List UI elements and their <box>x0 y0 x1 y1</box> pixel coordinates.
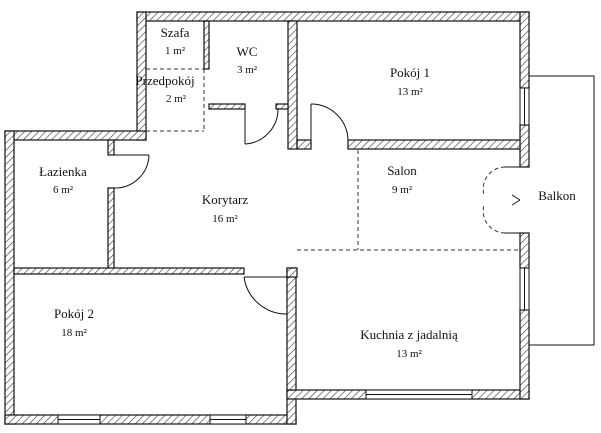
room-name: Korytarz <box>202 192 248 207</box>
balcony-label: Balkon <box>538 188 576 203</box>
room-name: Szafa <box>161 25 190 40</box>
room-area: 1 m² <box>165 45 186 57</box>
room-area: 13 m² <box>396 348 422 360</box>
room-name: Łazienka <box>39 164 87 179</box>
inner-walls <box>13 20 521 391</box>
right-wall-windows <box>519 87 530 311</box>
bottom-windows <box>57 389 473 425</box>
door-swings <box>113 103 521 315</box>
room-name: WC <box>237 44 258 59</box>
room-name: Pokój 2 <box>54 306 94 321</box>
room-label-szafa: Szafa 1 m² <box>161 25 190 57</box>
room-label-przedpokoj: Przedpokój 2 m² <box>135 73 194 105</box>
room-label-salon: Salon 9 m² <box>387 163 417 196</box>
room-name: Kuchnia z jadalnią <box>360 327 458 342</box>
room-label-pokoj-2: Pokój 2 18 m² <box>54 306 94 339</box>
room-area: 18 m² <box>61 327 87 339</box>
balcony <box>527 75 595 346</box>
room-label-pokoj-1: Pokój 1 13 m² <box>390 65 430 98</box>
room-name: Pokój 1 <box>390 65 430 80</box>
room-label-lazienka: Łazienka 6 m² <box>39 164 87 196</box>
room-label-kuchnia: Kuchnia z jadalnią 13 m² <box>360 327 458 360</box>
outer-walls <box>4 11 530 425</box>
room-area: 3 m² <box>237 64 258 76</box>
room-area: 6 m² <box>53 184 74 196</box>
room-label-korytarz: Korytarz 16 m² <box>202 192 248 225</box>
room-label-wc: WC 3 m² <box>237 44 258 76</box>
room-name: Przedpokój <box>135 73 194 88</box>
room-name: Salon <box>387 163 417 178</box>
room-area: 9 m² <box>392 184 413 196</box>
room-area: 16 m² <box>212 213 238 225</box>
room-area: 13 m² <box>397 86 423 98</box>
dashed-divisions <box>146 68 520 251</box>
room-area: 2 m² <box>166 93 187 105</box>
